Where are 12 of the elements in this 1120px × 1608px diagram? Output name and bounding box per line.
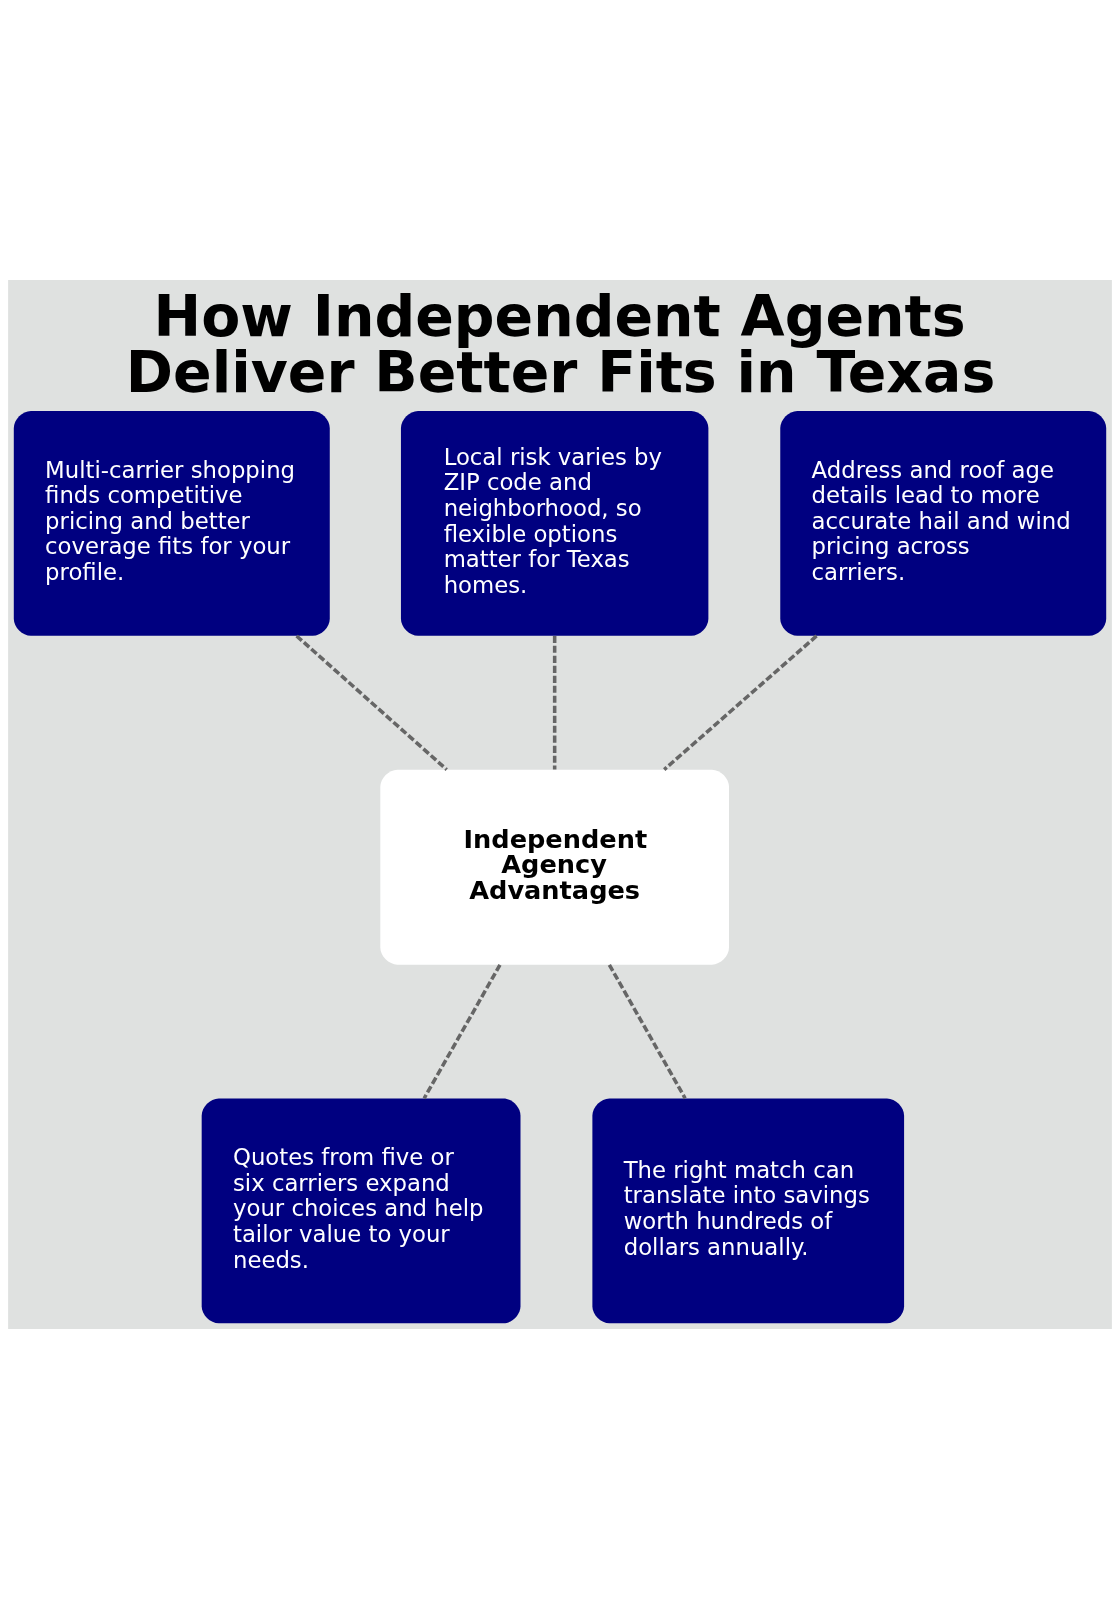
connector <box>607 963 687 1099</box>
connector <box>422 963 502 1099</box>
node-box: The right match can translate into savings worth hundreds of dollars annually. <box>592 1097 905 1323</box>
node-box: Local risk varies by ZIP code and neighborhood, so flexible options matter for Texas homes. <box>400 410 709 636</box>
connector <box>295 634 448 771</box>
node-box: Address and roof age details lead to more accurate hail and wind pricing across carriers. <box>780 410 1107 636</box>
diagram-title: How Independent Agents Deliver Better Fits in Texas <box>125 282 996 405</box>
node-box: Independent Agency Advantages <box>380 769 729 965</box>
connector <box>552 635 557 770</box>
node-box: Quotes from five or six carriers expand your choices and help tailor value to your needs. <box>201 1097 521 1323</box>
connector <box>663 634 818 771</box>
node-box: Multi-carrier shopping finds competitive pricing and better coverage fits for your profile. <box>13 410 330 636</box>
